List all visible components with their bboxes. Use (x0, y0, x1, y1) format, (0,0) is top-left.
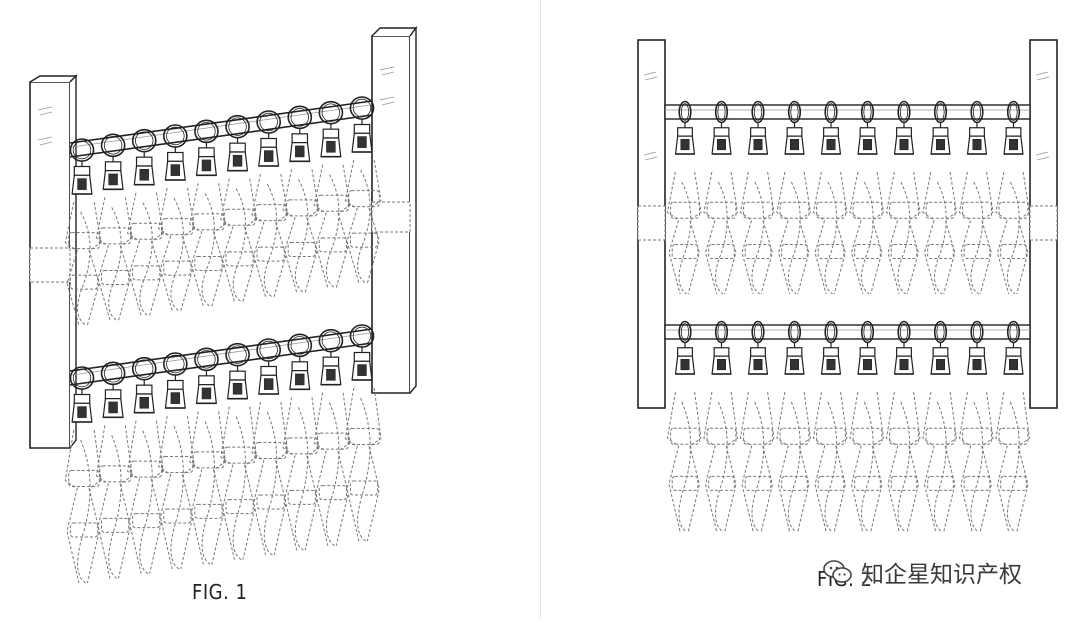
curtain-clip (225, 114, 250, 172)
panel-divider (540, 0, 541, 618)
fig2-rod-2 (664, 320, 1031, 533)
curtain-clip (857, 100, 878, 155)
watermark: 知企星知识产权 (823, 552, 1022, 592)
fig1-rod-2 (64, 324, 382, 584)
curtain-clip (256, 110, 282, 167)
curtain-clip (930, 100, 951, 155)
curtain-clip (820, 320, 842, 375)
curtain-clip (857, 320, 878, 375)
curtain-clip (69, 366, 95, 423)
fig2-rod-1 (664, 100, 1031, 295)
curtain-clip (100, 361, 126, 419)
curtain-clip (287, 333, 313, 391)
curtain-clip (69, 138, 95, 195)
left-post (29, 74, 78, 449)
curtain-clip (1003, 100, 1024, 155)
curtain-clip (784, 320, 805, 375)
curtain-clip (893, 100, 915, 155)
curtain-clip (194, 347, 219, 405)
curtain-clip (256, 338, 282, 395)
curtain-clip (1003, 320, 1024, 375)
curtain-clip (100, 133, 126, 191)
curtain-clip (349, 96, 375, 153)
curtain-clip (893, 320, 915, 375)
watermark-text: 知企星知识产权 (861, 562, 1022, 588)
fig1-rod-1 (64, 96, 382, 326)
curtain-clip (674, 100, 696, 155)
figure-1-caption: FIG. 1 (192, 580, 248, 604)
curtain-clip (318, 100, 344, 158)
curtain-clip (194, 119, 219, 177)
curtain-clip (966, 100, 988, 155)
curtain-clip (711, 320, 732, 375)
curtain-clip (162, 352, 188, 409)
curtain-clip (131, 356, 157, 414)
right-post (371, 25, 418, 394)
curtain-clip (349, 324, 375, 381)
curtain-clip (318, 328, 344, 386)
curtain-clip (784, 100, 805, 155)
curtain-clip (747, 100, 769, 155)
figure-2-front-view (637, 39, 1058, 533)
curtain-clip (287, 105, 313, 163)
curtain-clip (820, 100, 842, 155)
wechat-icon (823, 560, 852, 583)
curtain-clip (966, 320, 988, 375)
curtain-clip (674, 320, 696, 375)
curtain-clip (162, 124, 188, 181)
figure-1-perspective-view (29, 25, 418, 584)
curtain-clip (747, 320, 769, 375)
curtain-clip (930, 320, 951, 375)
curtain-clip (711, 100, 732, 155)
curtain-clip (131, 128, 157, 186)
curtain-clip (225, 342, 250, 400)
